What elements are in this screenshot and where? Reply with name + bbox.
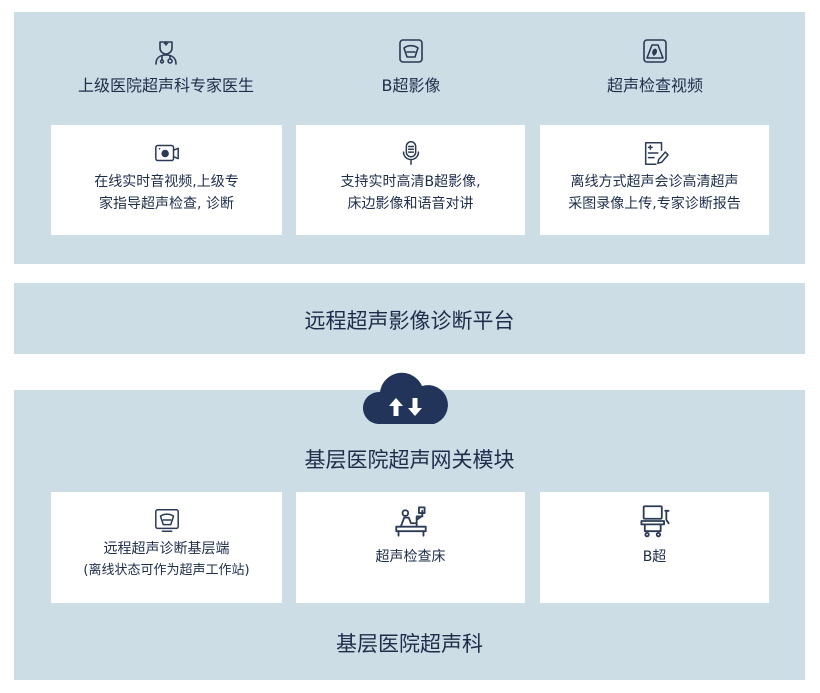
expert-panel: 上级医院超声科专家医生 B超影像 超声检查视频 在线实时音视频,上级专 家指导超… (14, 12, 805, 264)
card-text: 远程超声诊断基层端 (离线状态可作为超声工作站) (83, 541, 250, 578)
gateway-title: 基层医院超声网关模块 (304, 448, 515, 472)
card-b-ultrasound: B超 (540, 492, 769, 603)
report-edit-icon (644, 141, 669, 165)
header-b-ultrasound-image: B超影像 (301, 36, 521, 96)
card-hd-intercom: 支持实时高清B超影像, 床边影像和语音对讲 (296, 125, 525, 235)
card-live-av: 在线实时音视频,上级专 家指导超声检查, 诊断 (51, 125, 282, 235)
header-label: 上级医院超声科专家医生 (77, 76, 254, 95)
platform-bar: 远程超声影像诊断平台 (14, 283, 805, 354)
card-text: B超 (642, 549, 667, 565)
microphone-icon (402, 141, 419, 165)
header-label: 超声检查视频 (606, 76, 703, 95)
card-offline-consult: 离线方式超声会诊高清超声 采图录像上传,专家诊断报告 (540, 125, 769, 235)
card-text: 超声检查床 (375, 549, 446, 565)
card-text: 在线实时音视频,上级专 家指导超声检查, 诊断 (94, 174, 239, 212)
header-label: B超影像 (381, 76, 441, 95)
ultrasound-machine-icon (639, 505, 670, 538)
ultrasound-screen-icon (154, 508, 179, 532)
camera-icon (154, 144, 179, 162)
card-exam-bed: 超声检查床 (296, 492, 525, 603)
card-remote-terminal: 远程超声诊断基层端 (离线状态可作为超声工作站) (51, 492, 282, 603)
card-text: 离线方式超声会诊高清超声 采图录像上传,专家诊断报告 (568, 174, 741, 212)
card-text: 支持实时高清B超影像, 床边影像和语音对讲 (340, 174, 481, 212)
doctor-icon (155, 41, 177, 65)
header-ultrasound-video: 超声检查视频 (545, 36, 765, 96)
department-title: 基层医院超声科 (336, 632, 483, 656)
primary-hospital-panel: 基层医院超声网关模块 远程超声诊断基层端 (离线状态可作为超声工作站) 超声检查… (14, 372, 805, 680)
platform-title: 远程超声影像诊断平台 (304, 309, 515, 333)
cloud-upload-download-icon (362, 372, 448, 424)
ultrasound-image-icon (399, 39, 423, 63)
exam-bed-icon (394, 506, 427, 537)
header-expert-doctor: 上级医院超声科专家医生 (56, 36, 276, 96)
ultrasound-video-icon (643, 39, 667, 63)
